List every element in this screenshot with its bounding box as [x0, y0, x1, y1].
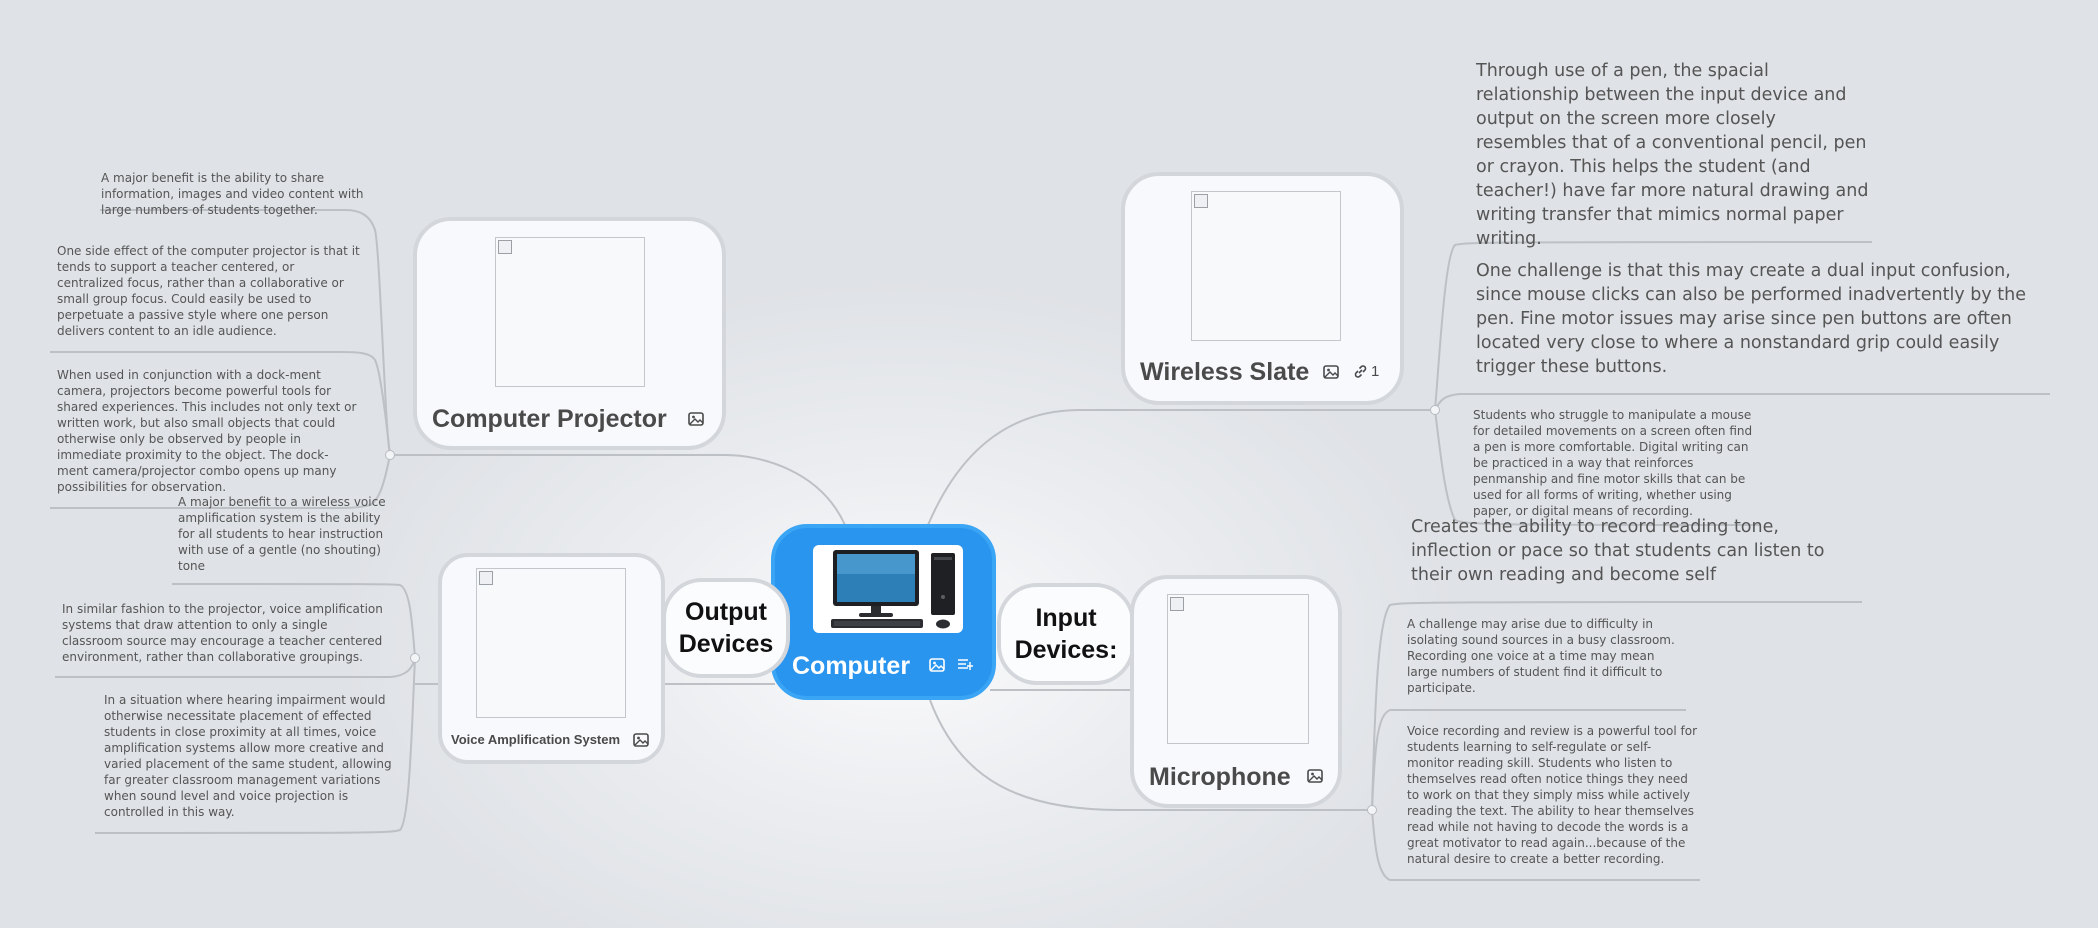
projector-image: [495, 237, 645, 387]
node-computer-projector[interactable]: Computer Projector: [413, 217, 726, 450]
link-icon[interactable]: [1353, 364, 1368, 379]
label-output-devices[interactable]: Output Devices: [662, 578, 790, 678]
image-icon[interactable]: [1323, 365, 1339, 379]
node-title: Wireless Slate: [1140, 358, 1310, 386]
wireless-slate-image: [1191, 191, 1341, 341]
note-projector-side-effect[interactable]: One side effect of the computer projecto…: [57, 244, 360, 338]
node-title: Microphone: [1149, 763, 1291, 791]
note-projector-doc-camera[interactable]: When used in conjunction with a dock-men…: [57, 368, 357, 494]
note-microphone-sound-isolation[interactable]: A challenge may arise due to difficulty …: [1407, 617, 1675, 695]
node-microphone[interactable]: Microphone: [1130, 575, 1342, 808]
branch-dot-projector[interactable]: [385, 450, 395, 460]
label-input-devices[interactable]: Input Devices:: [997, 583, 1135, 685]
note-voice-hearing-impairment[interactable]: In a situation where hearing impairment …: [104, 693, 392, 819]
note-projector-benefit[interactable]: A major benefit is the ability to share …: [101, 171, 364, 217]
branch-dot-slate[interactable]: [1430, 405, 1440, 415]
node-title: Voice Amplification System: [451, 732, 621, 747]
image-icon[interactable]: [929, 658, 945, 672]
note-voice-benefit[interactable]: A major benefit to a wireless voice ampl…: [178, 495, 386, 573]
note-microphone-self-regulate[interactable]: Voice recording and review is a powerful…: [1407, 724, 1698, 866]
central-title: Computer: [792, 652, 911, 680]
microphone-image: [1167, 594, 1309, 744]
notes-icon[interactable]: [957, 658, 973, 672]
branch-dot-microphone[interactable]: [1367, 805, 1377, 815]
node-voice-amplification-system[interactable]: Voice Amplification System: [438, 553, 665, 764]
note-slate-dual-input[interactable]: One challenge is that this may create a …: [1476, 261, 2027, 377]
image-icon[interactable]: [1307, 769, 1323, 783]
note-microphone-record-reading[interactable]: Creates the ability to record reading to…: [1411, 517, 1825, 585]
central-topic-computer[interactable]: Computer: [771, 524, 996, 700]
node-title: Computer Projector: [432, 405, 667, 433]
image-icon[interactable]: [688, 412, 704, 426]
branch-dot-voice[interactable]: [410, 653, 420, 663]
computer-image: [813, 545, 963, 633]
note-slate-mouse-struggle[interactable]: Students who struggle to manipulate a mo…: [1473, 408, 1753, 518]
node-wireless-slate[interactable]: Wireless Slate 1: [1121, 172, 1404, 405]
note-voice-teacher-centered[interactable]: In similar fashion to the projector, voi…: [62, 602, 383, 664]
voice-amplification-image: [476, 568, 626, 718]
image-icon[interactable]: [633, 733, 649, 747]
note-slate-pen-relationship[interactable]: Through use of a pen, the spacial relati…: [1476, 61, 1869, 249]
link-count: 1: [1371, 363, 1380, 380]
